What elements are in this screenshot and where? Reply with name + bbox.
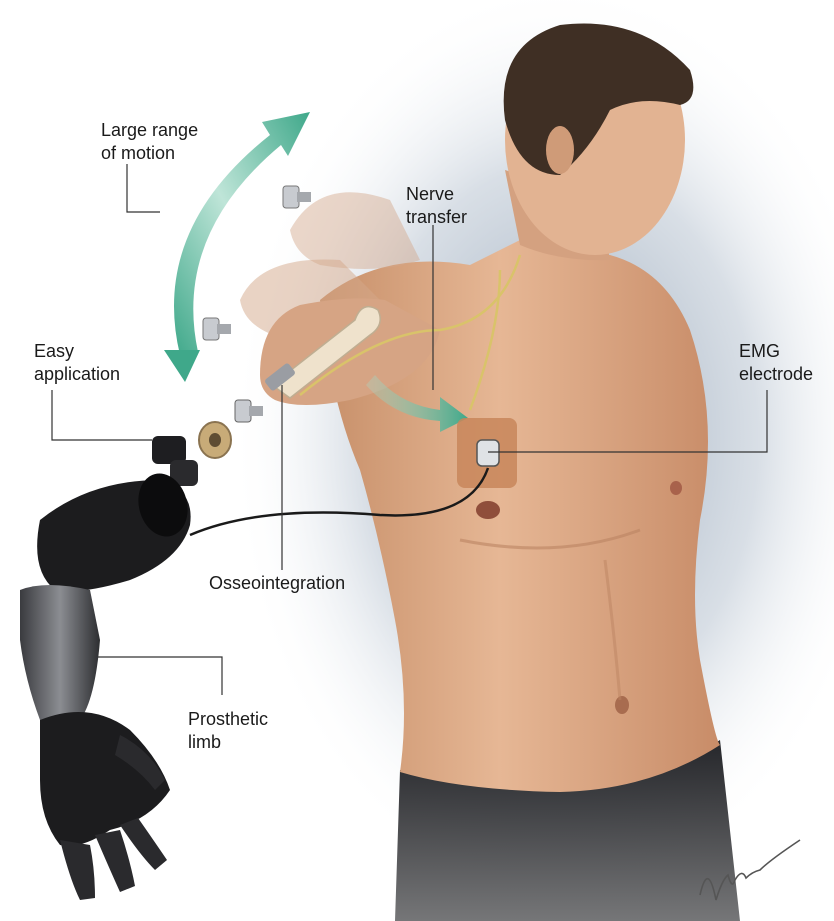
nipple-right	[670, 481, 682, 495]
label-line: Osseointegration	[209, 572, 345, 595]
leader-easy-application	[52, 390, 152, 440]
nipple-left	[476, 501, 500, 519]
adapter-ring-hole	[209, 433, 221, 447]
label-large-range-of-motion: Large range of motion	[101, 119, 198, 165]
leader-range-of-motion	[127, 164, 160, 212]
leader-prosthetic-limb	[98, 657, 222, 695]
label-line: Large range	[101, 119, 198, 142]
connector-ghost-2	[203, 318, 231, 340]
label-line: EMG	[739, 340, 813, 363]
ear	[546, 126, 574, 174]
label-line: application	[34, 363, 120, 386]
label-line: Nerve	[406, 183, 467, 206]
navel	[615, 696, 629, 714]
label-osseointegration: Osseointegration	[209, 572, 345, 595]
label-easy-application: Easy application	[34, 340, 120, 386]
label-line: transfer	[406, 206, 467, 229]
label-line: of motion	[101, 142, 198, 165]
prosthetic-forearm	[20, 585, 100, 720]
label-line: Easy	[34, 340, 120, 363]
label-line: Prosthetic	[188, 708, 268, 731]
label-line: limb	[188, 731, 268, 754]
range-of-motion-arrow-tail	[164, 350, 200, 382]
emg-electrode	[477, 440, 499, 466]
label-line: electrode	[739, 363, 813, 386]
label-prosthetic-limb: Prosthetic limb	[188, 708, 268, 754]
label-nerve-transfer: Nerve transfer	[406, 183, 467, 229]
label-emg-electrode: EMG electrode	[739, 340, 813, 386]
